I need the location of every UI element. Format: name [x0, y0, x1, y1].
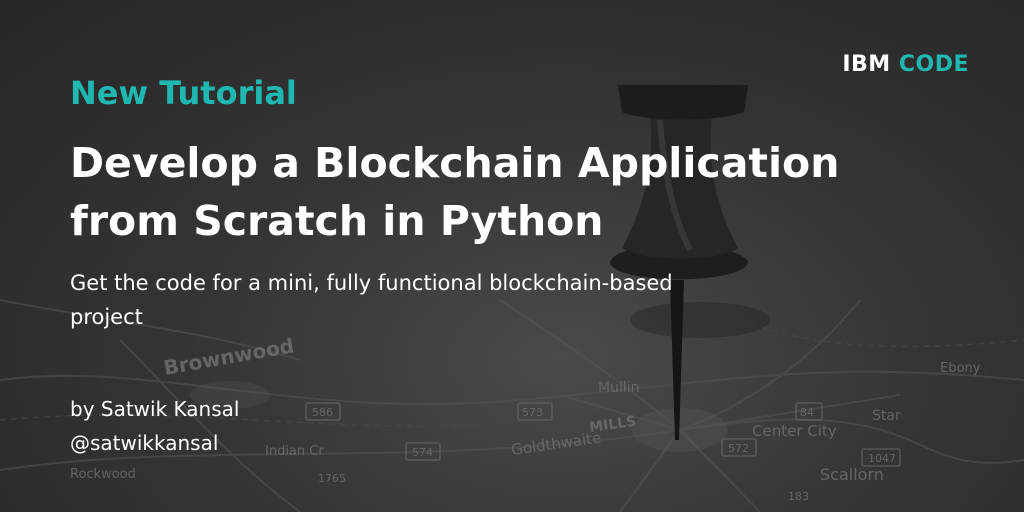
author-byline: by Satwik Kansal — [70, 397, 240, 421]
author-handle: @satwikkansal — [70, 431, 219, 455]
subtitle-line: project — [70, 305, 143, 329]
brand-prefix: IBM — [842, 52, 891, 77]
map-label: 84 — [800, 406, 814, 419]
kicker-label: New Tutorial — [70, 74, 297, 112]
map-label: 572 — [728, 442, 749, 455]
map-label: 573 — [522, 406, 543, 419]
author-block: by Satwik Kansal @satwikkansal — [70, 392, 239, 460]
map-label: Rockwood — [70, 467, 136, 482]
map-label: 574 — [412, 446, 433, 459]
map-label: Center City — [752, 422, 837, 440]
map-label: MILLS — [588, 414, 637, 436]
title-line: from Scratch in Python — [70, 197, 604, 245]
ibm-code-logo: IBM CODE — [842, 52, 969, 77]
brand-accent: CODE — [898, 52, 969, 77]
map-label: 183 — [788, 490, 809, 503]
subtitle-line: Get the code for a mini, fully functiona… — [70, 271, 673, 295]
map-label: 1047 — [868, 452, 896, 465]
title-line: Develop a Blockchain Application — [70, 139, 840, 187]
map-label: 1765 — [318, 472, 346, 485]
map-label: 586 — [312, 406, 333, 419]
map-label: Ebony — [940, 361, 981, 376]
map-label: Mullin — [598, 380, 640, 396]
map-label: Star — [872, 408, 901, 424]
page-title: Develop a Blockchain Application from Sc… — [70, 134, 890, 250]
map-label: Scallorn — [820, 465, 884, 484]
subtitle: Get the code for a mini, fully functiona… — [70, 266, 770, 334]
map-label: Indian Cr — [265, 444, 324, 459]
